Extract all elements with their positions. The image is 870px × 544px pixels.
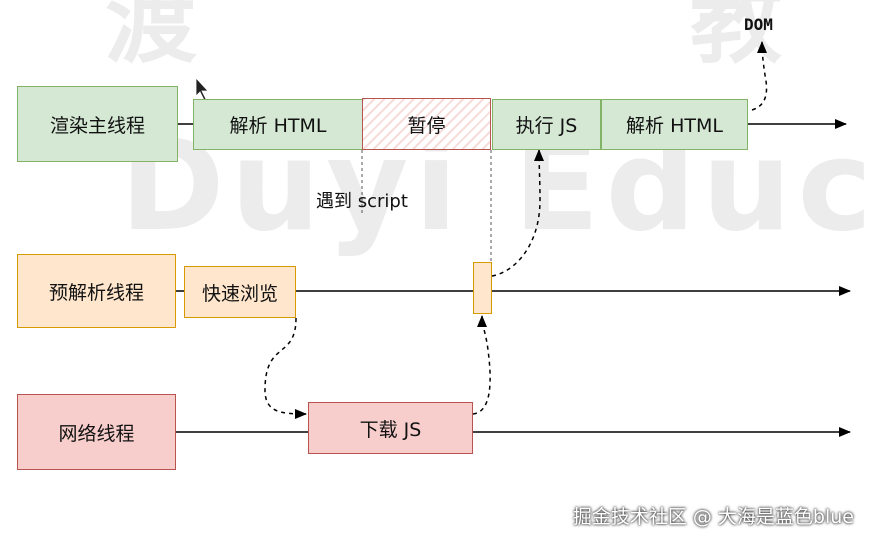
parse-html-step-2: 解析 HTML — [601, 99, 748, 150]
execute-js-step: 执行 JS — [492, 99, 601, 150]
parse-html-step-1: 解析 HTML — [193, 99, 363, 150]
download-to-ready-arrow — [472, 315, 491, 415]
pause-step: 暂停 — [362, 98, 491, 150]
download-js-step: 下载 JS — [308, 402, 473, 454]
main-thread-label: 渲染主线程 — [17, 86, 178, 162]
script-ready-marker — [473, 262, 492, 314]
footer-credit: 掘金技术社区 @ 大海是蓝色blue — [572, 506, 854, 528]
ready-to-execute-arrow — [491, 149, 545, 277]
quick-scan-step: 快速浏览 — [184, 266, 296, 318]
encounter-script-label: 遇到 script — [316, 191, 408, 212]
network-thread-label: 网络线程 — [17, 394, 176, 470]
preparse-thread-label: 预解析线程 — [17, 254, 176, 328]
prefetch-to-download-arrow — [264, 317, 307, 419]
parse-to-dom-arrow — [751, 41, 768, 111]
cursor-icon — [195, 76, 209, 101]
dom-label: DOM — [744, 15, 773, 34]
